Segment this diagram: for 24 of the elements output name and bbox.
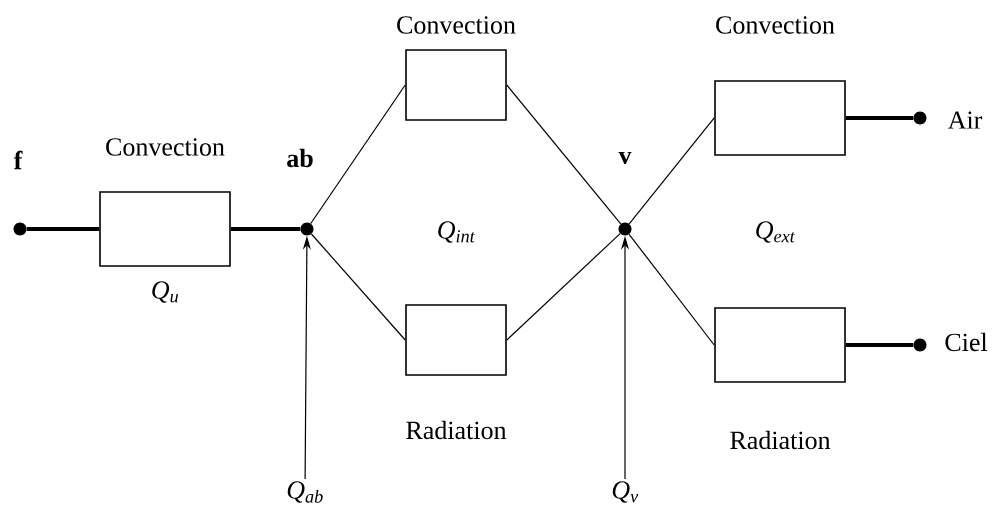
flux-label: Q$_{v}$ [612,481,639,503]
connector-line [506,84,622,225]
node-label: f [13,150,23,170]
connector-line [26,227,100,231]
flux-label: Q$_{int}$ [438,221,476,243]
node-label: Air [947,111,983,129]
connector-line [628,233,715,346]
connector-line [845,116,914,120]
connector-line [310,233,406,341]
node-label: Ciel [945,332,988,352]
node-label: Convection [106,138,225,156]
node-label: Convection [716,16,835,34]
node-label: Convection [397,16,516,34]
connector-line [310,84,406,225]
node-label: v [618,151,632,165]
node-label: ab [287,148,313,168]
node-label: Radiation [730,430,831,450]
connector-line [845,343,914,347]
node-label: Radiation [406,420,507,440]
connector-line [628,117,715,225]
flux-label: Q$_{ab}$ [287,481,323,503]
connector-line [506,233,621,341]
flux-label: Q$_{ext}$ [756,221,796,243]
connector-line [230,227,301,231]
